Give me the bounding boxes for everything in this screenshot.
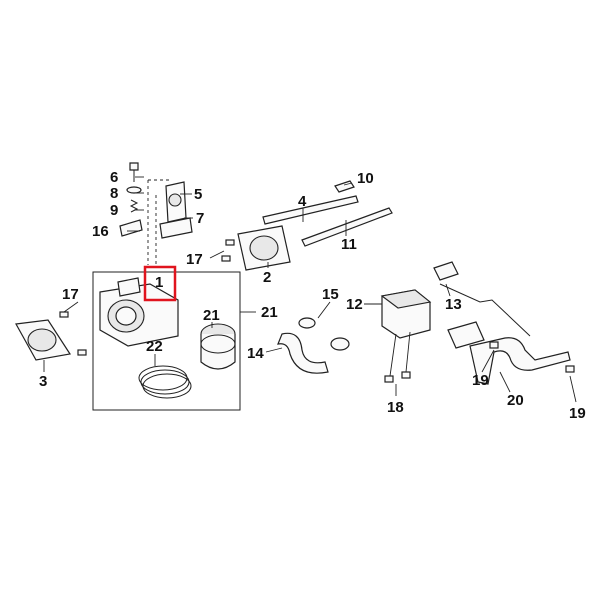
callout-19-mid: 19	[472, 372, 489, 389]
part-14-hose	[277, 332, 329, 374]
part-23-piston	[200, 323, 236, 370]
callout-21: 21	[261, 304, 278, 321]
leader-lines	[43, 176, 577, 403]
callout-7: 7	[196, 210, 204, 227]
part-5-sensor	[165, 181, 187, 223]
callout-8: 8	[110, 185, 118, 202]
highlight-box-part-1	[143, 265, 177, 302]
callout-16: 16	[92, 223, 109, 240]
part-7-gasket	[159, 217, 193, 239]
callout-14: 14	[247, 345, 264, 362]
callout-17-left: 17	[62, 286, 79, 303]
callout-15: 15	[322, 286, 339, 303]
callout-5: 5	[194, 186, 202, 203]
part-17-bolts-top	[221, 239, 235, 262]
part-1-throttle-body	[99, 277, 179, 347]
part-8-washer	[126, 186, 142, 194]
callout-4: 4	[298, 193, 307, 210]
part-10-clip	[334, 180, 355, 193]
part-16-bracket	[119, 219, 143, 237]
callout-13: 13	[445, 296, 462, 313]
callout-1: 1	[155, 274, 163, 291]
callout-19-right: 19	[569, 405, 586, 422]
part-15-clamps	[298, 317, 350, 351]
part-19-bolts	[489, 341, 575, 373]
callout-22: 22	[146, 338, 163, 355]
callout-6: 6	[110, 169, 118, 186]
callout-11: 11	[341, 236, 357, 253]
callout-20: 20	[507, 392, 524, 409]
assembly-21-box	[92, 271, 241, 411]
part-11-strip	[301, 207, 393, 247]
callout-3: 3	[39, 373, 47, 390]
callout-17-top: 17	[186, 251, 203, 268]
part-4-strip	[262, 195, 359, 225]
part-20-tube	[469, 337, 571, 385]
callout-12: 12	[346, 296, 363, 313]
part-2-flange	[237, 225, 291, 271]
part-3-gasket	[15, 319, 71, 361]
callout-23: 21	[203, 307, 220, 324]
part-13-gasket	[433, 261, 485, 349]
callout-9: 9	[110, 202, 118, 219]
callout-18: 18	[387, 399, 404, 416]
part-18-bolts	[384, 331, 411, 383]
part-22-piston-rings	[138, 365, 192, 399]
part-12-block	[380, 289, 432, 339]
callout-2: 2	[263, 269, 271, 286]
part-6-screw	[129, 162, 139, 182]
callout-10: 10	[357, 170, 374, 187]
